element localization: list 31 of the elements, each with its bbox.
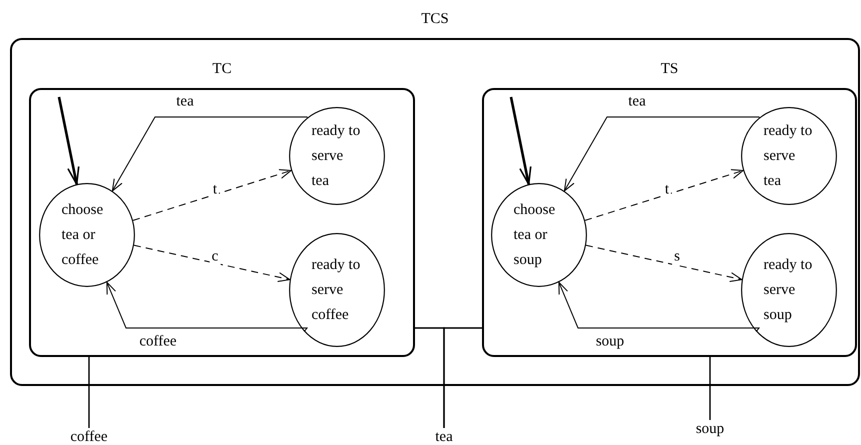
state-label: choose tea or soup bbox=[514, 200, 556, 270]
transition-arrow bbox=[112, 116, 308, 192]
state-label: ready to serve tea bbox=[312, 122, 362, 190]
state-label: ready to serve soup bbox=[764, 256, 814, 324]
state-circle bbox=[289, 233, 385, 347]
transition-arrow bbox=[586, 244, 742, 282]
state-label: choose tea or coffee bbox=[62, 200, 104, 270]
box-title: TC bbox=[211, 60, 233, 78]
transition-arrow bbox=[584, 169, 744, 221]
transition-arrow bbox=[132, 169, 292, 221]
transition-arrow bbox=[106, 282, 308, 332]
transition-arrow bbox=[510, 96, 532, 185]
state-circle bbox=[39, 183, 135, 287]
transition-arrow bbox=[58, 96, 80, 185]
connector-line bbox=[88, 357, 90, 428]
state-circle bbox=[741, 233, 837, 347]
box-title: TCS bbox=[420, 10, 450, 28]
transition-arrow bbox=[558, 282, 760, 332]
connector-line bbox=[709, 357, 711, 420]
state-circle bbox=[491, 183, 587, 287]
state-circle bbox=[289, 107, 385, 205]
port-label: soup bbox=[692, 420, 728, 438]
connector-line bbox=[443, 327, 482, 428]
transition-arrow bbox=[134, 244, 290, 282]
state-label: ready to serve coffee bbox=[312, 256, 362, 324]
box-title: TS bbox=[660, 60, 680, 78]
state-circle bbox=[741, 107, 837, 205]
port-label: coffee bbox=[64, 428, 114, 445]
state-label: ready to serve tea bbox=[764, 122, 814, 190]
port-label: tea bbox=[430, 428, 458, 445]
transition-arrow bbox=[564, 116, 760, 192]
